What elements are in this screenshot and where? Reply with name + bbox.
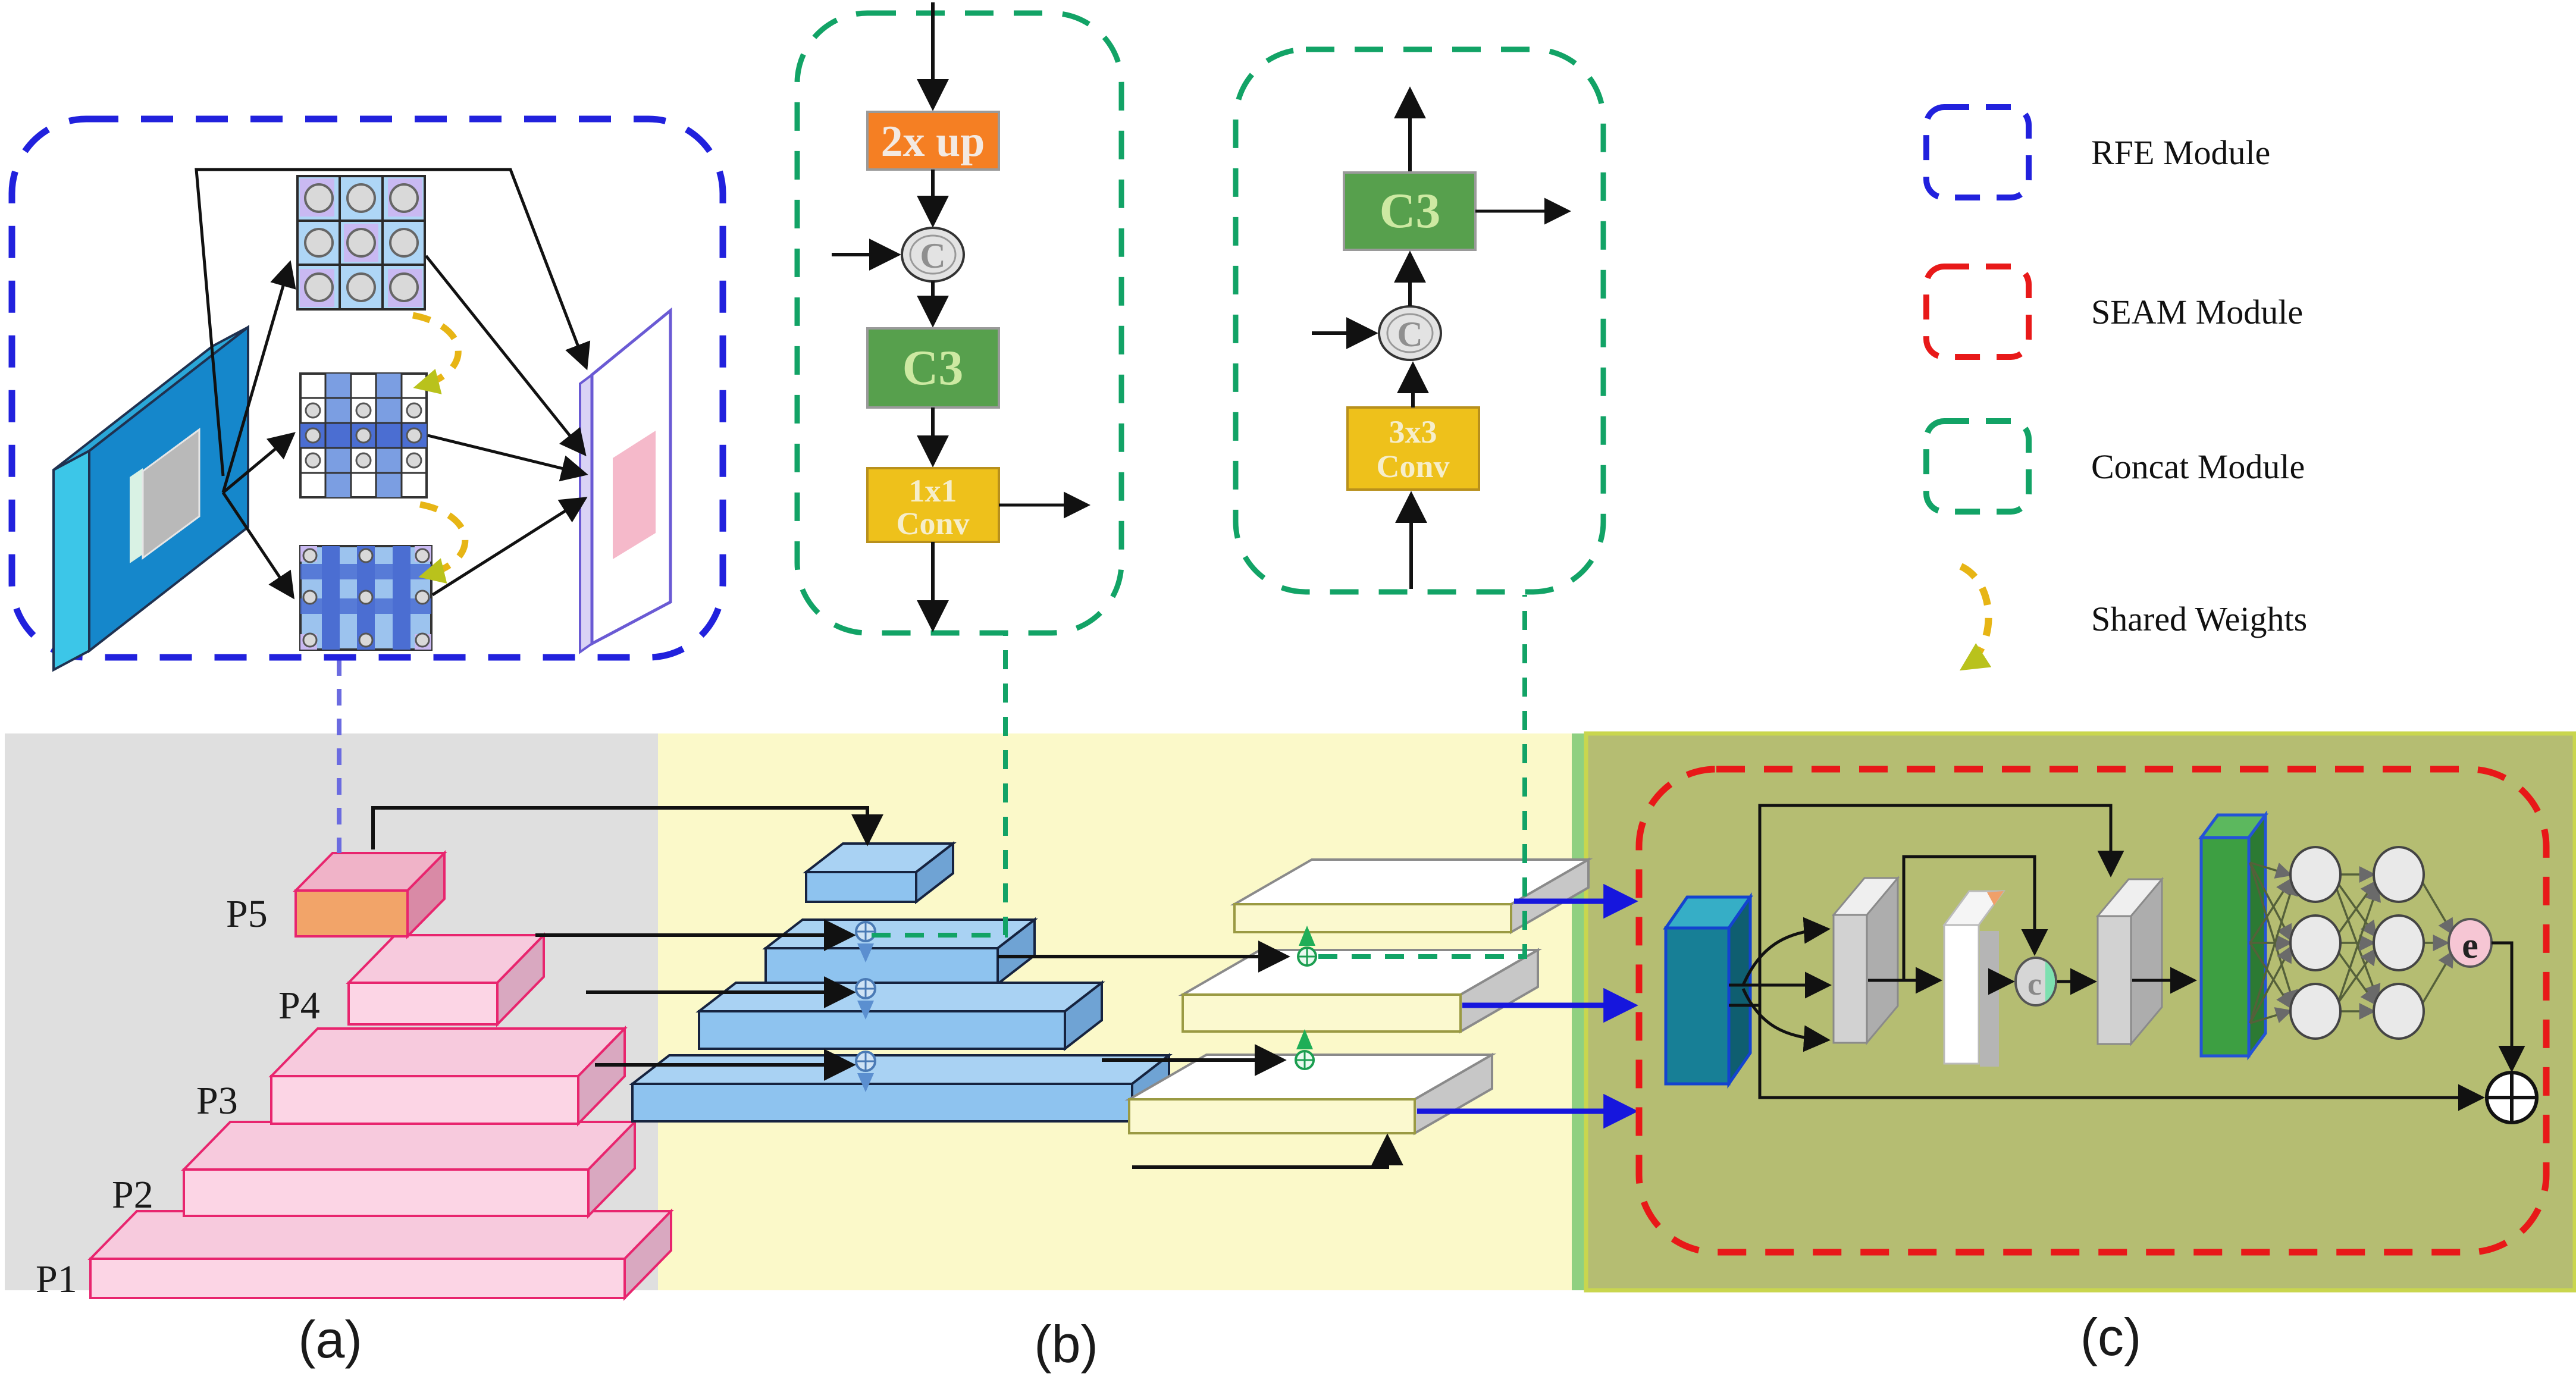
b-internal-connectors	[998, 940, 1403, 1169]
legend-label-rfe: RFE Module	[2091, 133, 2270, 172]
fusion-down-icon	[855, 978, 876, 1020]
excitation-label: e	[2462, 926, 2478, 966]
conv3x3-label-line2: Conv	[1376, 449, 1449, 484]
fc-nodes	[2289, 846, 2425, 1040]
rfe-legend-swatch	[1923, 104, 2032, 200]
concat2-dashed-border	[1233, 46, 1606, 595]
pyramid-level-p5	[293, 850, 447, 939]
seam-fan-arrows	[1729, 917, 1832, 1052]
seam-conv-slab-1	[1831, 875, 1900, 1046]
concat-module-2: C3 C 3x3 Conv	[1233, 46, 1606, 595]
upsample-box	[866, 111, 1000, 171]
rfe-output-feature-map	[579, 307, 672, 654]
pyramid-level-p3	[268, 1026, 628, 1127]
blue-level-1	[803, 841, 957, 905]
seam-bypass-lines	[1729, 804, 2485, 1111]
pyramid-level-p4	[346, 932, 547, 1027]
a-to-b-connectors	[371, 806, 883, 1081]
module-connectors	[337, 595, 1527, 959]
fc-edges	[2249, 861, 2454, 1024]
p4-label: P4	[278, 984, 320, 1027]
concat-module-1: 2x up C C3 1x1 Conv	[794, 2, 1124, 636]
output-slab-stack	[1124, 857, 1593, 1136]
pyramid-labels: P1 P2 P3 P4 P5	[36, 892, 320, 1301]
shared-weights-arcs	[412, 312, 469, 584]
dilated-kernel-grid-3	[299, 545, 433, 651]
blue-level-3	[695, 980, 1105, 1052]
white-slab-3	[1124, 1052, 1497, 1136]
seam-concat-label: c	[2027, 966, 2042, 1002]
p3-label: P3	[196, 1079, 238, 1123]
seam-white-slab	[1942, 890, 2005, 1067]
upsample-label: 2x up	[881, 117, 985, 166]
p1-label: P1	[36, 1258, 77, 1301]
white-slab-1	[1230, 857, 1593, 935]
concat1-circle-icon: C	[901, 227, 965, 283]
excitation-node: e	[2447, 918, 2493, 968]
rfe-module	[8, 115, 726, 672]
legend-label-concat: Concat Module	[2091, 447, 2305, 486]
seam-module: c	[1635, 766, 2550, 1256]
rfe-arrows	[195, 168, 591, 600]
p5-label: P5	[226, 892, 268, 936]
fusion-down-icon	[855, 1051, 876, 1092]
section-b-label: (b)	[1034, 1315, 1098, 1374]
pyramid-level-p1	[87, 1208, 674, 1301]
rfe-input-feature-map	[52, 324, 249, 672]
fusion-down-icons	[855, 921, 876, 1092]
concat1-dashed-border	[794, 10, 1124, 636]
section-c-label: (c)	[2080, 1308, 2142, 1366]
pyramid-level-p2	[181, 1119, 638, 1219]
fusion-up-icons	[1295, 926, 1317, 1070]
fusion-down-icon	[855, 921, 876, 963]
legend: RFE Module SEAM Module Concat Module Sha…	[1923, 104, 2307, 671]
concat2-circle-icon: C	[1378, 305, 1442, 361]
shared-weights-legend-icon	[1959, 563, 1992, 671]
concat1-c3-box	[866, 327, 1000, 409]
concat1-c3-label: C3	[902, 340, 964, 396]
conv1x1-label-line2: Conv	[896, 506, 969, 541]
section-labels: (a) (b) (c)	[298, 1308, 2141, 1374]
conv1x1-label-line1: 1x1	[909, 473, 957, 509]
shared-weights-arc-icon	[412, 312, 462, 394]
dilated-kernel-grid-2	[299, 372, 428, 499]
legend-label-seam: SEAM Module	[2091, 293, 2303, 331]
section-a-label: (a)	[298, 1310, 362, 1369]
concat2-c3-box	[1343, 171, 1477, 251]
concat2-circle-label: C	[1397, 315, 1422, 354]
feature-pyramid-a	[87, 850, 674, 1301]
concat-legend-swatch	[1923, 418, 2032, 515]
sum-icon	[2485, 1071, 2539, 1124]
rfe-dashed-border	[8, 115, 726, 661]
seam-input-feature-map	[1663, 892, 1753, 1089]
legend-label-shared-weights: Shared Weights	[2091, 600, 2307, 638]
conv3x3-box	[1346, 406, 1480, 491]
seam-conv-slab-2	[2095, 876, 2164, 1047]
panel-divider	[1572, 733, 1586, 1290]
shared-weights-arc-icon	[418, 501, 469, 584]
p2-label: P2	[112, 1173, 153, 1217]
b-to-c-arrows	[1417, 883, 1638, 1129]
concat2-c3-label: C3	[1380, 183, 1441, 239]
fusion-up-icon	[1295, 1029, 1315, 1070]
fc-network: e	[2249, 846, 2493, 1040]
dilated-kernel-grid-1	[296, 175, 426, 311]
blue-level-2	[762, 917, 1038, 987]
seam-concat-icon: c	[2014, 957, 2057, 1007]
conv3x3-label-line1: 3x3	[1389, 414, 1437, 450]
concat1-circle-label: C	[920, 236, 945, 275]
seam-legend-swatch	[1923, 264, 2032, 360]
fusion-up-icon	[1297, 926, 1317, 967]
